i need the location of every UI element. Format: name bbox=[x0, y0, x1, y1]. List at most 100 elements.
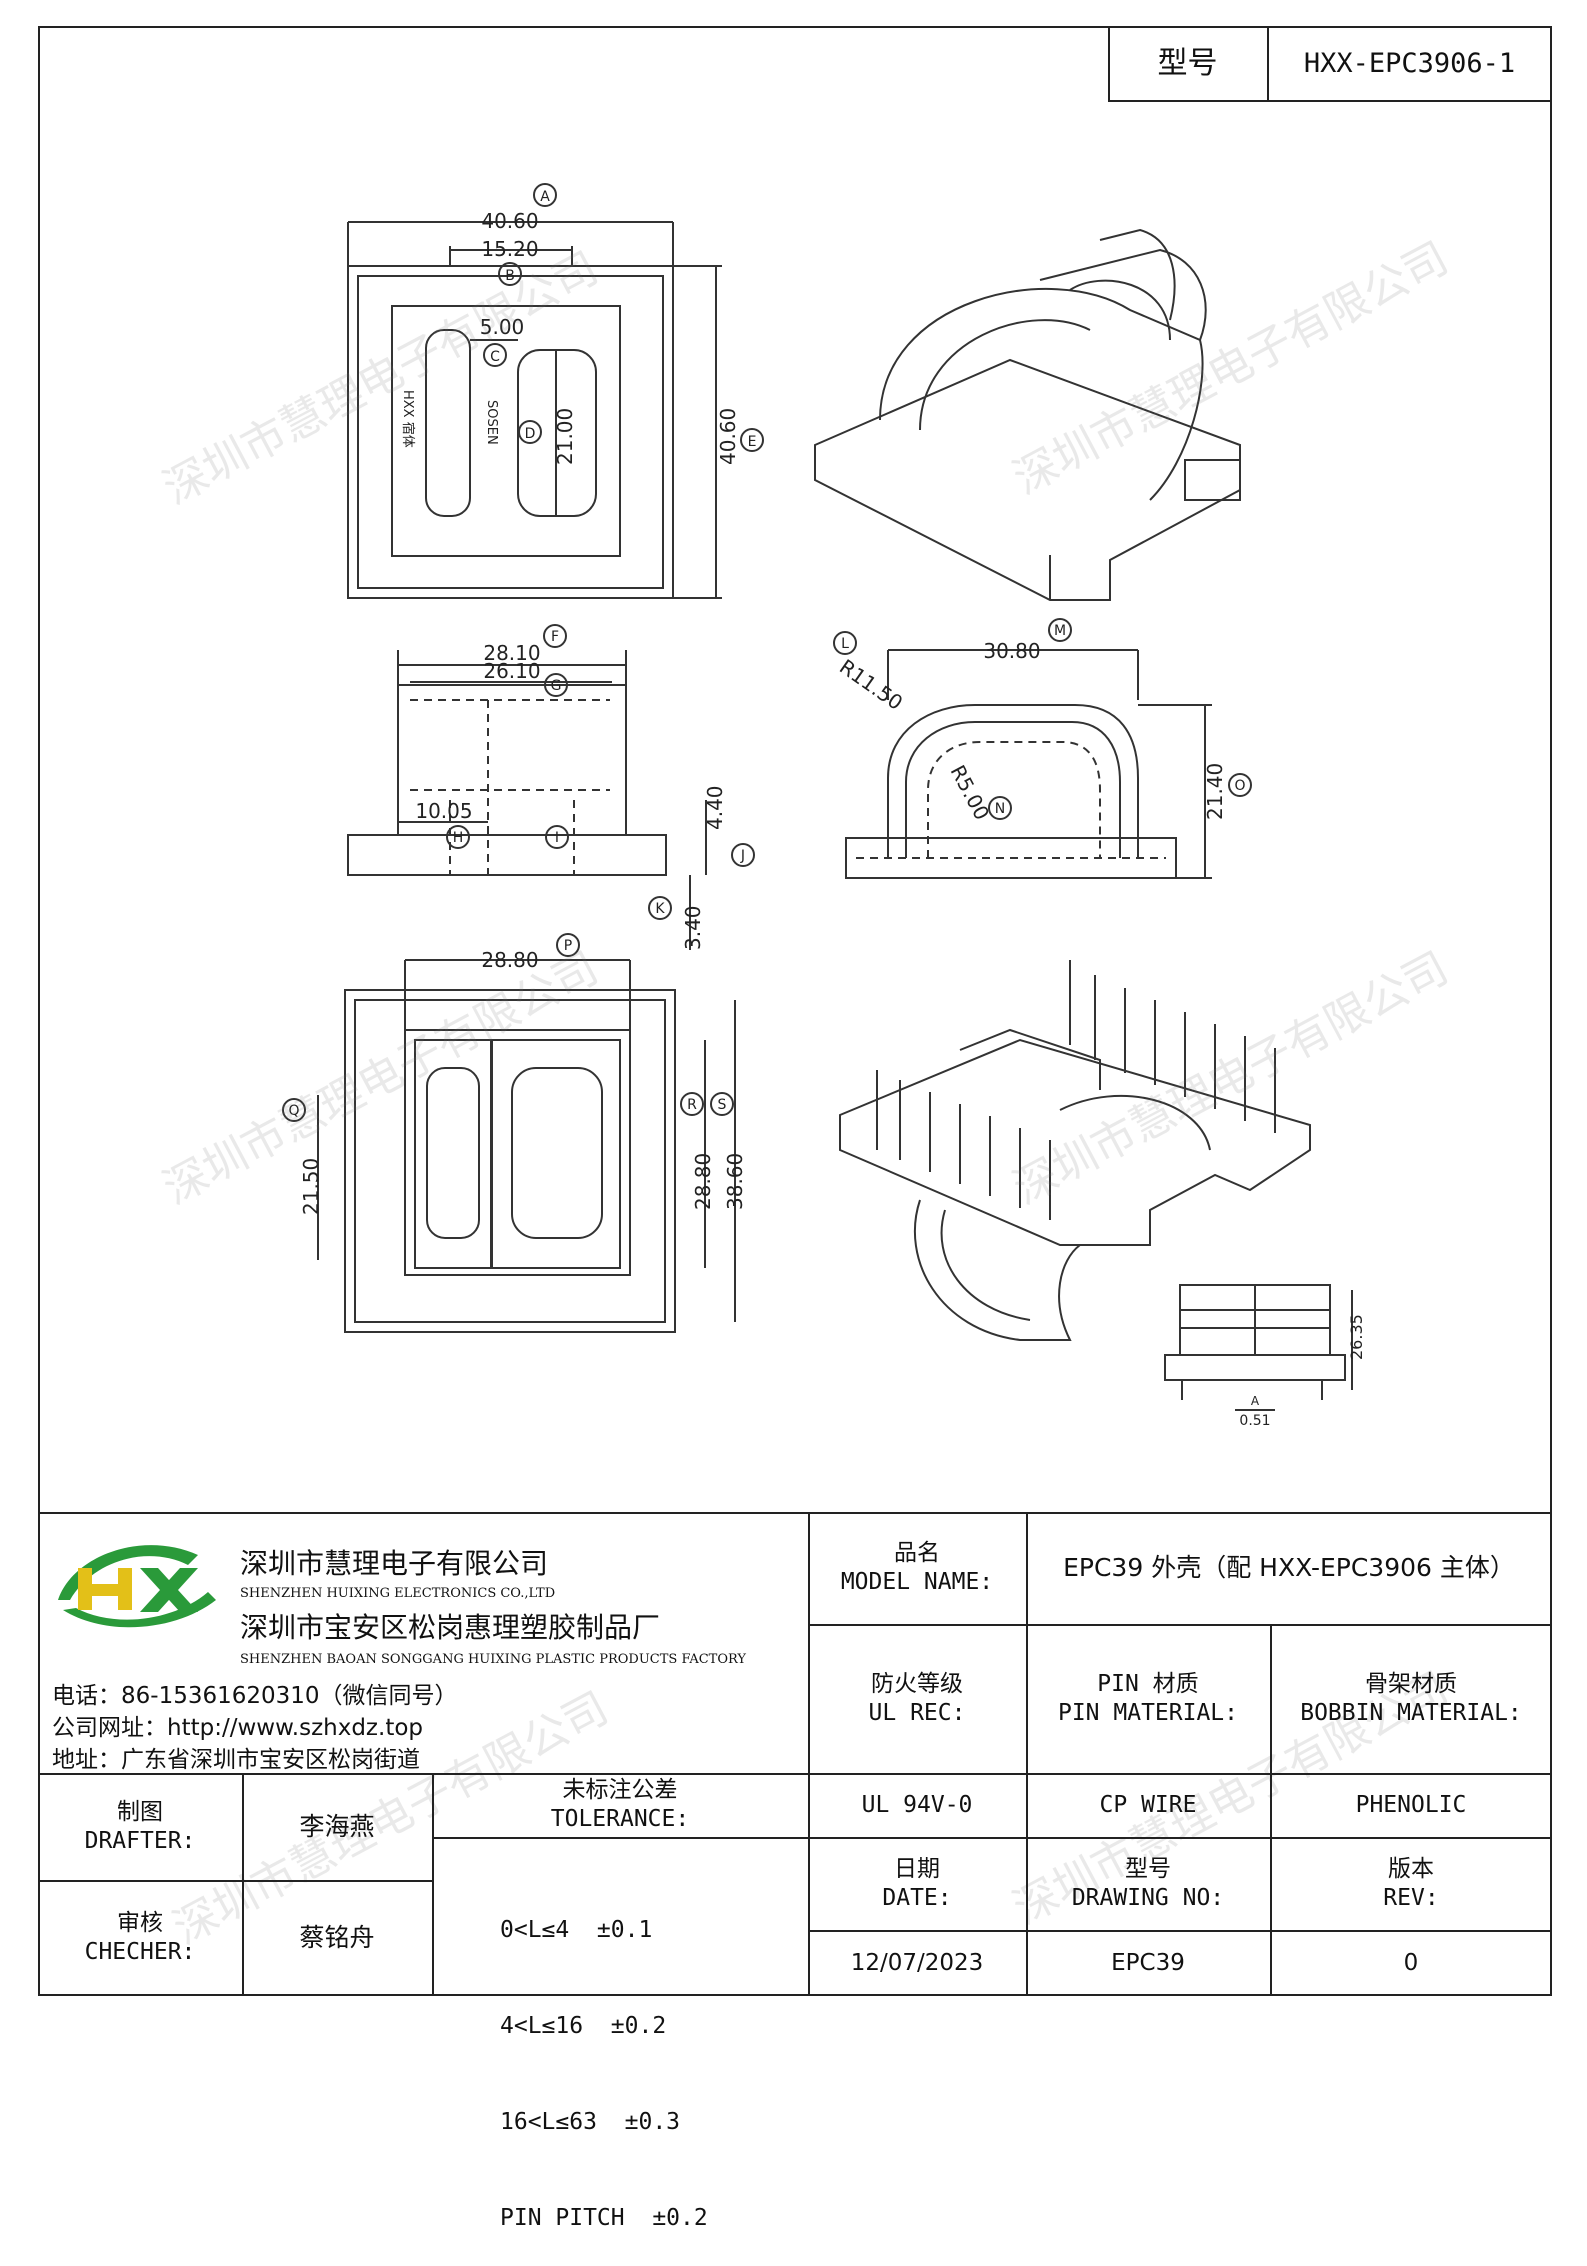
date-en: DATE: bbox=[882, 1884, 952, 1911]
slot-text-right: SOSEN bbox=[484, 400, 499, 445]
dim-p-text: 28.80 bbox=[481, 948, 538, 972]
title-block-divider bbox=[1026, 1512, 1028, 1996]
tolerance-list: 0<L≤4 ±0.1 4<L≤16 ±0.2 16<L≤63 ±0.3 PIN … bbox=[500, 1850, 800, 2266]
model-name-header: 品名 MODEL NAME: bbox=[808, 1512, 1026, 1624]
company-address: 地址：广东省深圳市宝安区松岗街道 bbox=[52, 1747, 420, 1773]
factory-name-cn: 深圳市宝安区松岗惠理塑胶制品厂 bbox=[240, 1611, 661, 1644]
isometric-top-view bbox=[814, 228, 1241, 601]
mark-l: L bbox=[841, 636, 849, 652]
tolerance-header: 未标注公差 TOLERANCE: bbox=[432, 1773, 808, 1837]
mark-m: M bbox=[1054, 623, 1066, 639]
checker-en: CHECHER: bbox=[84, 1939, 196, 1965]
dim-l-text: R11.50 bbox=[835, 654, 907, 714]
mark-h: H bbox=[453, 830, 464, 846]
pin-en: PIN MATERIAL: bbox=[1057, 1699, 1238, 1726]
title-block-row bbox=[808, 1837, 1552, 1839]
company-logo bbox=[58, 1545, 216, 1628]
title-block-divider bbox=[242, 1773, 244, 1996]
dim-n-text: R5.00 bbox=[946, 761, 995, 824]
drafter-header: 制图 DRAFTER: bbox=[38, 1773, 242, 1880]
mini-side-view bbox=[1164, 1284, 1353, 1411]
tolerance-line: 4<L≤16 ±0.2 bbox=[500, 2013, 667, 2039]
isometric-bottom-view bbox=[839, 960, 1311, 1341]
mark-a: A bbox=[540, 189, 550, 205]
model-name-value: EPC39 外壳（配 HXX-EPC3906 主体） bbox=[1063, 1553, 1515, 1583]
dim-q-text: 21.50 bbox=[299, 1158, 323, 1215]
dim-r-text: 28.80 bbox=[691, 1153, 715, 1210]
dim-m-text: 30.80 bbox=[983, 639, 1040, 663]
dim-a-text: 40.60 bbox=[481, 209, 538, 233]
bottom-view bbox=[282, 933, 736, 1333]
checker-header: 审核 CHECHER: bbox=[38, 1880, 242, 1996]
model-header-label: 型号 bbox=[1157, 46, 1218, 82]
mark-d: D bbox=[525, 426, 536, 442]
company-name-en: SHENZHEN HUIXING ELECTRONICS CO.,LTD bbox=[240, 1586, 556, 1601]
dim-j-text: 4.40 bbox=[703, 785, 727, 830]
drawing-no-value: EPC39 bbox=[1111, 1949, 1185, 1976]
drawing-no-cn: 型号 bbox=[1125, 1855, 1171, 1882]
mark-i: I bbox=[555, 830, 559, 846]
title-block-top bbox=[38, 1512, 1552, 1514]
pin-material-header: PIN 材质 PIN MATERIAL: bbox=[1026, 1624, 1270, 1773]
mini-mark: A bbox=[1251, 1394, 1260, 1408]
header-divider bbox=[1267, 26, 1269, 102]
mark-j: J bbox=[740, 848, 745, 864]
checker-cn: 审核 bbox=[117, 1910, 163, 1937]
dim-e-text: 40.60 bbox=[716, 408, 740, 465]
tolerance-line: PIN PITCH ±0.2 bbox=[500, 2205, 708, 2231]
drafter-en: DRAFTER: bbox=[84, 1827, 196, 1854]
date-value: 12/07/2023 bbox=[850, 1949, 984, 1976]
title-block-divider bbox=[808, 1512, 810, 1996]
dim-c-text: 5.00 bbox=[480, 315, 525, 339]
title-block-row bbox=[38, 1773, 1552, 1775]
model-name-cn: 品名 bbox=[894, 1540, 940, 1567]
mark-b: B bbox=[505, 268, 515, 284]
mark-f: F bbox=[551, 629, 559, 645]
slot-text-left: HXX 宿体 bbox=[400, 390, 416, 448]
model-header-box bbox=[1108, 26, 1552, 102]
title-block-row bbox=[808, 1930, 1552, 1932]
ul-cn: 防火等级 bbox=[871, 1670, 963, 1697]
dim-f-text: 28.10 bbox=[483, 641, 540, 665]
mini-dim-height: 26.35 bbox=[1347, 1314, 1366, 1360]
date-header: 日期 DATE: bbox=[808, 1837, 1026, 1930]
tolerance-line: 16<L≤63 ±0.3 bbox=[500, 2109, 681, 2135]
company-name-cn: 深圳市慧理电子有限公司 bbox=[240, 1547, 549, 1580]
date-cn: 日期 bbox=[894, 1855, 940, 1882]
factory-name-en: SHENZHEN BAOAN SONGGANG HUIXING PLASTIC … bbox=[240, 1652, 746, 1667]
bobbin-material-header: 骨架材质 BOBBIN MATERIAL: bbox=[1270, 1624, 1552, 1773]
mark-k: K bbox=[655, 901, 665, 917]
dim-g-text: 26.10 bbox=[483, 659, 540, 683]
pin-cn: PIN 材质 bbox=[1097, 1670, 1199, 1697]
tolerance-line: 0<L≤4 ±0.1 bbox=[500, 1917, 653, 1943]
rev-header: 版本 REV: bbox=[1270, 1837, 1552, 1930]
rev-en: REV: bbox=[1383, 1884, 1439, 1911]
mark-o: O bbox=[1234, 778, 1245, 794]
company-phone: 电话：86-15361620310（微信同号） bbox=[52, 1683, 458, 1709]
mark-e: E bbox=[748, 434, 757, 450]
drafter-value: 李海燕 bbox=[299, 1811, 375, 1841]
drawing-no-header: 型号 DRAWING NO: bbox=[1026, 1837, 1270, 1930]
top-view bbox=[347, 183, 764, 599]
dim-d-text: 21.00 bbox=[553, 408, 577, 465]
mark-r: R bbox=[687, 1097, 697, 1113]
ul-header: 防火等级 UL REC: bbox=[808, 1624, 1026, 1773]
title-block-divider bbox=[432, 1773, 434, 1996]
mini-dim-pin: 0.51 bbox=[1239, 1413, 1270, 1429]
ul-en: UL REC: bbox=[868, 1699, 966, 1726]
drawing-frame bbox=[38, 26, 1552, 1996]
title-block-row bbox=[432, 1837, 808, 1839]
model-header-value: HXX-EPC3906-1 bbox=[1303, 48, 1516, 80]
bobbin-cn: 骨架材质 bbox=[1365, 1670, 1457, 1697]
mark-p: P bbox=[564, 938, 572, 954]
tolerance-cn: 未标注公差 bbox=[562, 1777, 678, 1804]
rev-value: 0 bbox=[1403, 1949, 1419, 1976]
title-block-row bbox=[808, 1624, 1552, 1626]
model-name-en: MODEL NAME: bbox=[840, 1569, 994, 1595]
dim-k-text: 3.40 bbox=[681, 905, 705, 950]
tolerance-en: TOLERANCE: bbox=[550, 1806, 690, 1832]
bobbin-en: BOBBIN MATERIAL: bbox=[1300, 1699, 1522, 1726]
company-website: 公司网址：http://www.szhxdz.top bbox=[52, 1715, 424, 1741]
side-view bbox=[833, 618, 1252, 879]
mark-s: S bbox=[718, 1097, 727, 1113]
